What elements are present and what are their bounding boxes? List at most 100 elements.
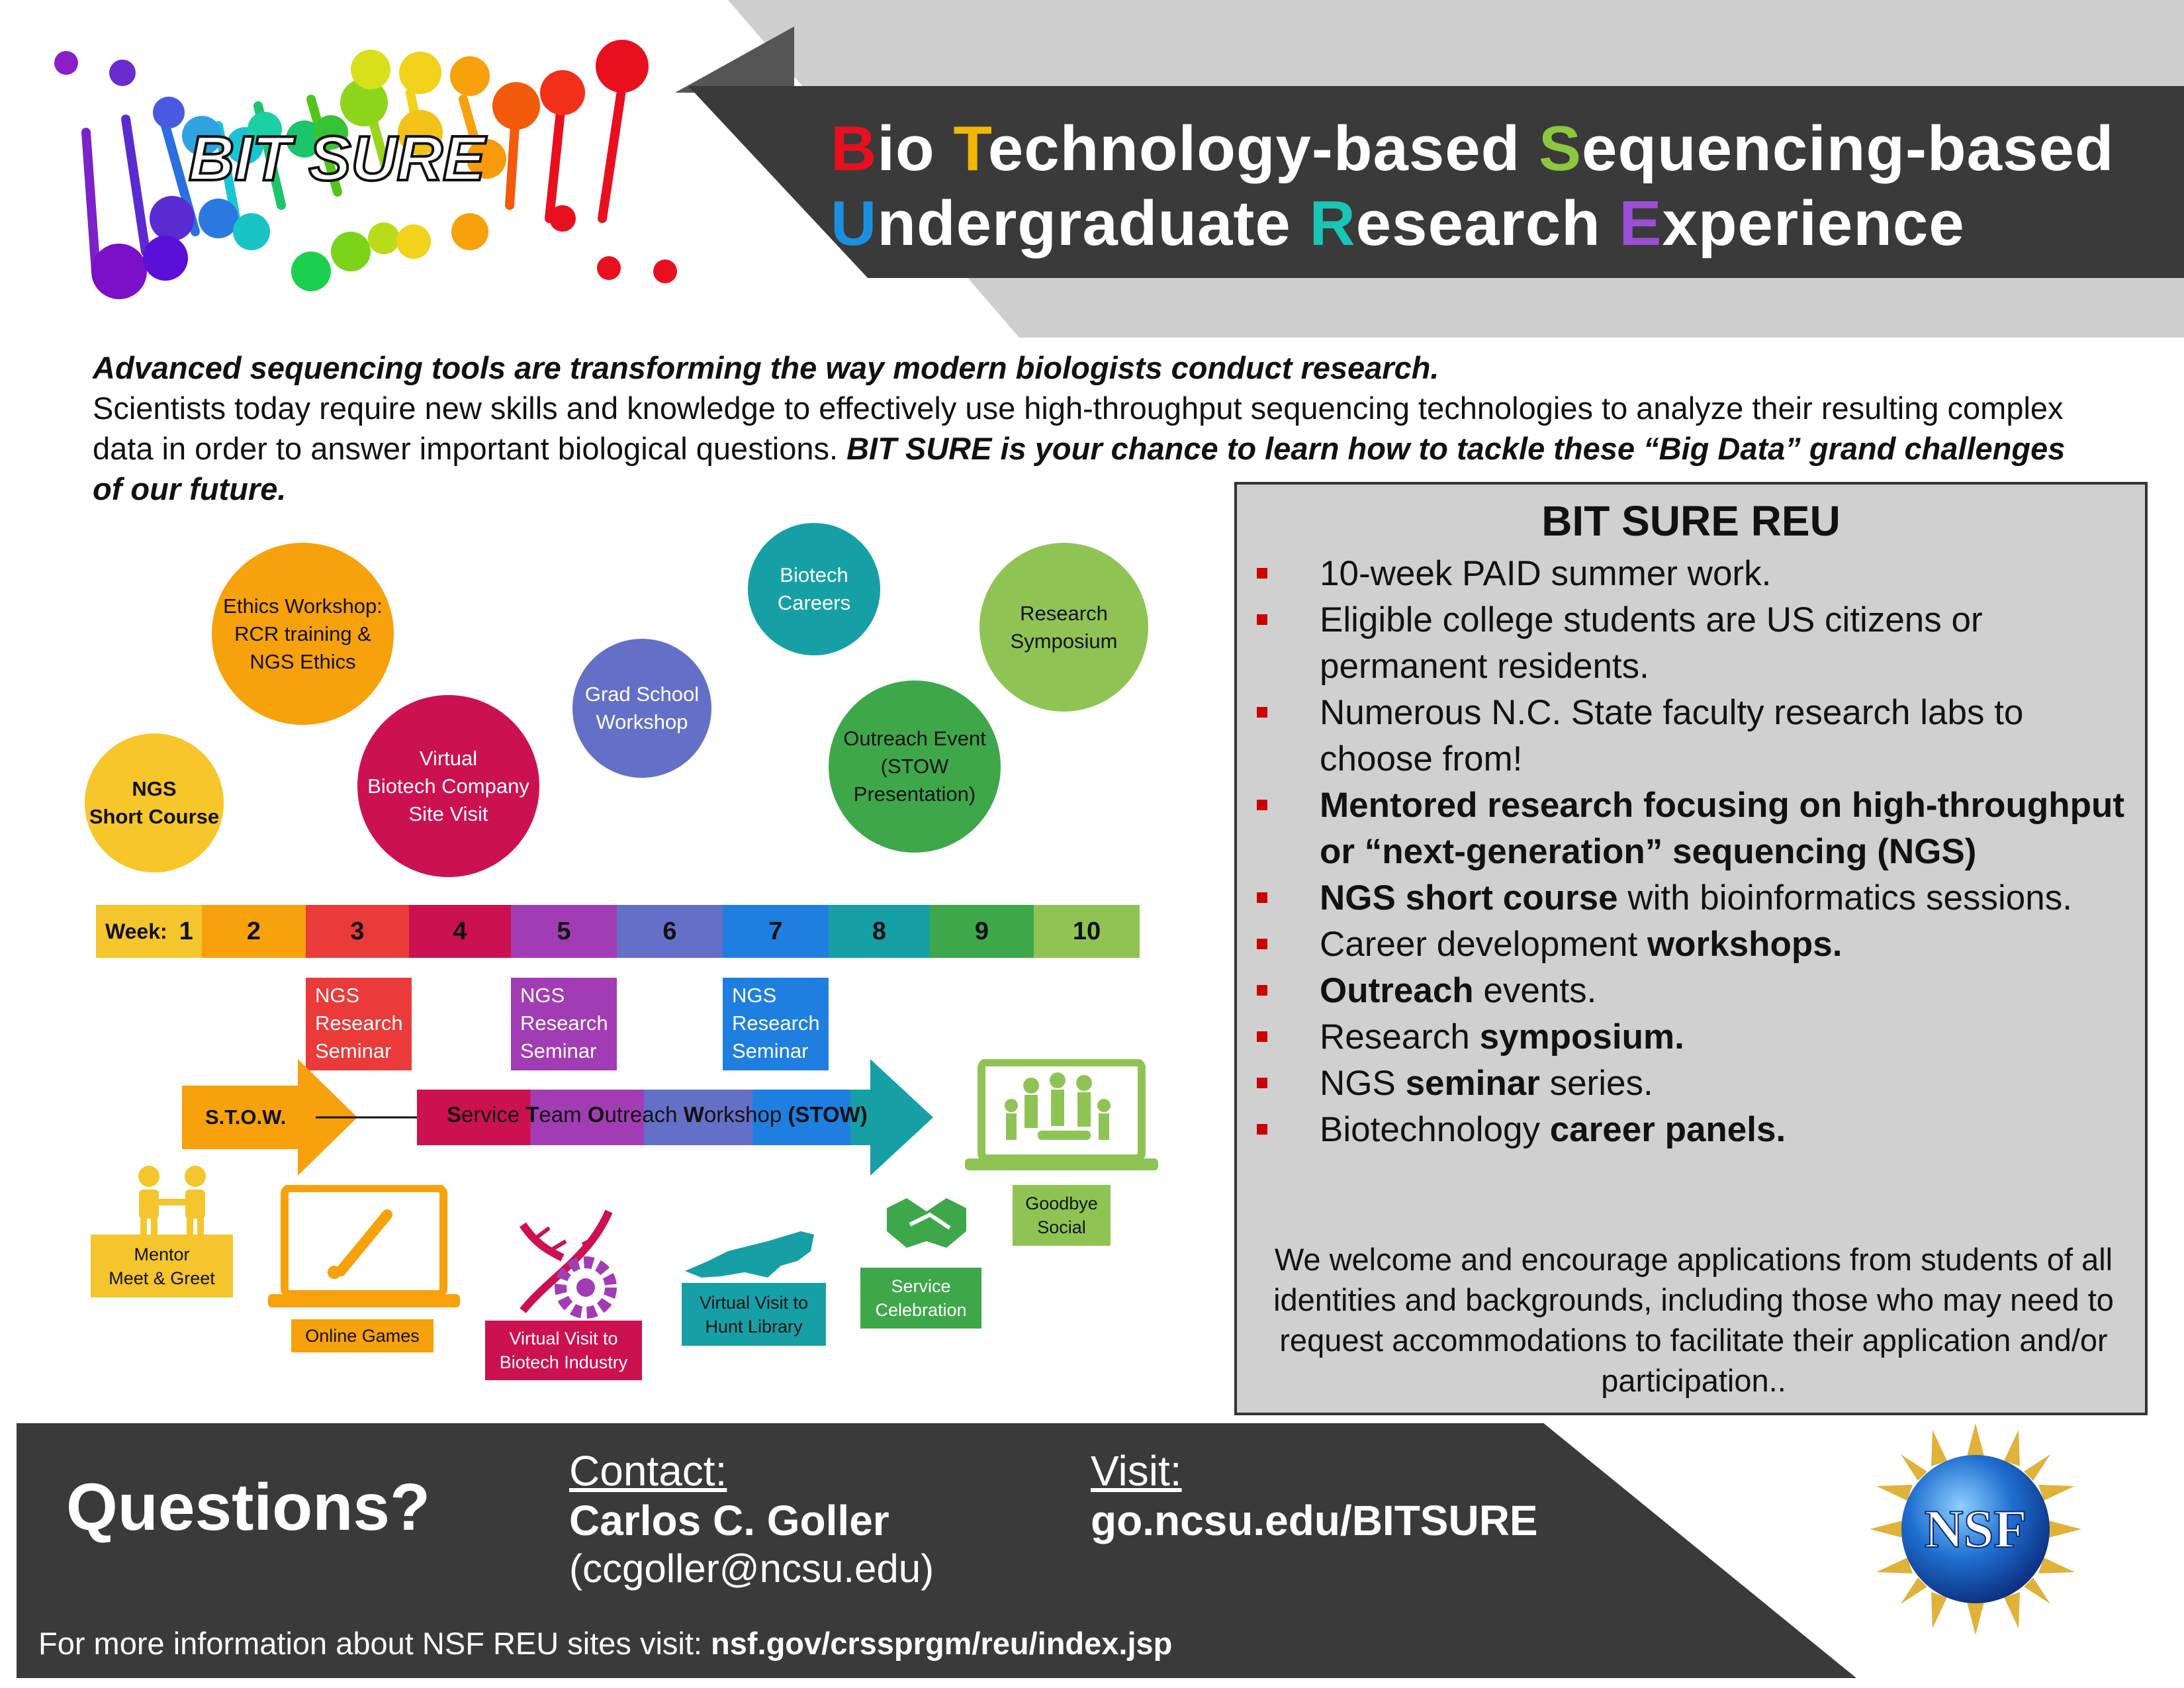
title-word-rest: equencing-based <box>1582 113 2115 184</box>
reu-bullet-text: Numerous N.C. State faculty research lab… <box>1320 693 2024 778</box>
reu-bullet-text: Research <box>1320 1017 1480 1056</box>
reu-bullet-item: Outreach events. <box>1257 968 2137 1014</box>
week-cell-5: 5 <box>511 905 617 958</box>
stow-initial: S <box>447 1102 462 1127</box>
title-initial: U <box>831 188 878 259</box>
logo-text: BIT SURE <box>187 122 486 195</box>
stow-initial: W <box>683 1102 704 1127</box>
handshake-icon <box>887 1198 966 1248</box>
week-cell-9: 9 <box>930 905 1034 958</box>
intro-body: Scientists today require new skills and … <box>93 391 2064 466</box>
stow-initial: O <box>587 1102 605 1127</box>
stow-long-label: Service Team Outreach Workshop (STOW) <box>447 1102 868 1127</box>
reu-bullet-text: NGS short course <box>1320 878 1618 917</box>
nsf-logo-text: NSF <box>1925 1499 2027 1559</box>
activity-research-symposium: Research Symposium <box>979 543 1148 712</box>
week-cell-8: 8 <box>829 905 930 958</box>
week-cell-10: 10 <box>1034 905 1140 958</box>
reu-bullet-text: Mentored research focusing on high-throu… <box>1320 786 2125 871</box>
title-initial: E <box>1619 188 1662 259</box>
handshake-people-icon <box>138 1166 206 1240</box>
activity-virtual-biotech-visit: Virtual Biotech Company Site Visit <box>357 695 539 877</box>
visit-url-link[interactable]: go.ncsu.edu/BITSURE <box>1091 1497 1538 1544</box>
reu-info-box: BIT SURE REU 10-week PAID summer work. El… <box>1234 482 2148 1415</box>
header-notch <box>675 26 794 93</box>
title-word-rest: io <box>877 113 954 184</box>
week-label: Week: <box>105 919 167 943</box>
title-initial: S <box>1538 113 1582 184</box>
reu-bullet-item: NGS short course with bioinformatics ses… <box>1257 875 2137 921</box>
activity-outreach-event: Outreach Event (STOW Presentation) <box>829 680 1001 853</box>
title-initial: B <box>831 113 878 184</box>
stow-word-rest: orkshop <box>704 1102 788 1127</box>
stow-word-rest: eam <box>539 1102 588 1127</box>
reu-bullet-text: Career development <box>1320 925 1647 964</box>
reu-bullet-item: Biotechnology career panels. <box>1257 1107 2137 1153</box>
reu-bullet-item: Numerous N.C. State faculty research lab… <box>1257 690 2137 782</box>
stow-initial: (STOW) <box>788 1102 868 1127</box>
reu-bullet-item: Career development workshops. <box>1257 921 2137 968</box>
week-cell-2: 2 <box>202 905 306 958</box>
reu-bullet-text: Eligible college students are US citizen… <box>1320 600 1983 686</box>
laptop-people-icon <box>965 1059 1158 1170</box>
activity-grad-school-workshop: Grad School Workshop <box>572 639 711 778</box>
stow-short-label: S.T.O.W. <box>205 1105 287 1129</box>
reu-bullet-item: NGS seminar series. <box>1257 1060 2137 1107</box>
stow-word-rest: ervice <box>461 1102 526 1127</box>
hunt-library-label: Virtual Visit to Hunt Library <box>682 1283 826 1346</box>
logo-dots-graphic <box>54 40 677 299</box>
seminar-week-5: NGS Research Seminar <box>511 978 617 1070</box>
nsf-logo: NSF <box>1870 1423 2081 1635</box>
virtual-biotech-industry-label: Virtual Visit to Biotech Industry <box>485 1321 642 1380</box>
reu-bullet-text: seminar <box>1405 1064 1540 1103</box>
activity-biotech-careers: Biotech Careers <box>748 523 880 655</box>
contact-email[interactable]: (ccgoller@ncsu.edu) <box>569 1546 934 1591</box>
stow-arrows <box>182 1059 933 1176</box>
week-number: 1 <box>179 917 193 945</box>
title-word-rest: esearch <box>1355 188 1619 259</box>
reu-bullet-text: series. <box>1539 1064 1653 1103</box>
intro-paragraph: Advanced sequencing tools are transformi… <box>93 348 2078 509</box>
online-games-label: Online Games <box>291 1319 433 1352</box>
title-initial: T <box>953 113 988 184</box>
reu-bullet-item: Eligible college students are US citizen… <box>1257 597 2137 690</box>
stow-word-rest: utreach <box>604 1102 684 1127</box>
welcome-statement: We welcome and encourage applications fr… <box>1273 1242 2114 1398</box>
reu-bullet-list: 10-week PAID summer work. Eligible colleg… <box>1257 551 2137 1153</box>
intro-headline: Advanced sequencing tools are transformi… <box>93 350 1439 385</box>
more-info-line: For more information about NSF REU sites… <box>38 1625 1172 1662</box>
reu-bullet-text: with bioinformatics sessions. <box>1617 878 2072 917</box>
reu-bullet-text: workshops. <box>1647 925 1843 964</box>
reu-bullet-item: Mentored research focusing on high-throu… <box>1257 782 2137 875</box>
reu-bullet-item: Research symposium. <box>1257 1014 2137 1060</box>
title-line-2: Undergraduate Research Experience <box>831 187 1965 260</box>
reu-bullet-text: NGS <box>1320 1064 1406 1103</box>
intro-emphasis: BIT SURE is your chance to learn how to … <box>93 431 2066 506</box>
reu-bullet-text: symposium. <box>1479 1017 1684 1056</box>
dna-gear-icon <box>520 1209 617 1319</box>
contact-label: Contact: <box>569 1447 727 1495</box>
title-word-rest: xperience <box>1662 188 1965 259</box>
reu-box-title: BIT SURE REU <box>1541 497 1841 545</box>
reu-bullet-text: 10-week PAID summer work. <box>1320 554 1772 593</box>
week-cell-6: 6 <box>617 905 723 958</box>
contact-name: Carlos C. Goller <box>569 1497 889 1544</box>
header-banner-dark <box>688 86 2184 278</box>
mentor-meet-greet-label: Mentor Meet & Greet <box>91 1235 233 1297</box>
footer-banner <box>17 1423 1856 1678</box>
reu-bullet-text: career panels. <box>1549 1110 1786 1149</box>
activity-ngs-short-course: NGS Short Course <box>85 733 224 872</box>
week-cell-4: 4 <box>409 905 511 958</box>
service-celebration-label: Service Celebration <box>860 1268 981 1329</box>
week-cell-7: 7 <box>723 905 829 958</box>
reu-bullet-text: Outreach <box>1320 971 1474 1010</box>
stow-initial: T <box>525 1102 539 1127</box>
reu-sites-link[interactable]: nsf.gov/crssprgm/reu/index.jsp <box>711 1626 1173 1661</box>
more-info-text: For more information about NSF REU sites… <box>38 1626 711 1661</box>
laptop-baseball-icon <box>268 1185 460 1307</box>
goodbye-social-label: Goodbye Social <box>1013 1185 1111 1246</box>
title-initial: R <box>1309 188 1356 259</box>
activity-ethics-workshop: Ethics Workshop: RCR training & NGS Ethi… <box>212 543 394 725</box>
reu-bullet-text: events. <box>1473 971 1597 1010</box>
title-word-rest: echnology-based <box>987 113 1539 184</box>
